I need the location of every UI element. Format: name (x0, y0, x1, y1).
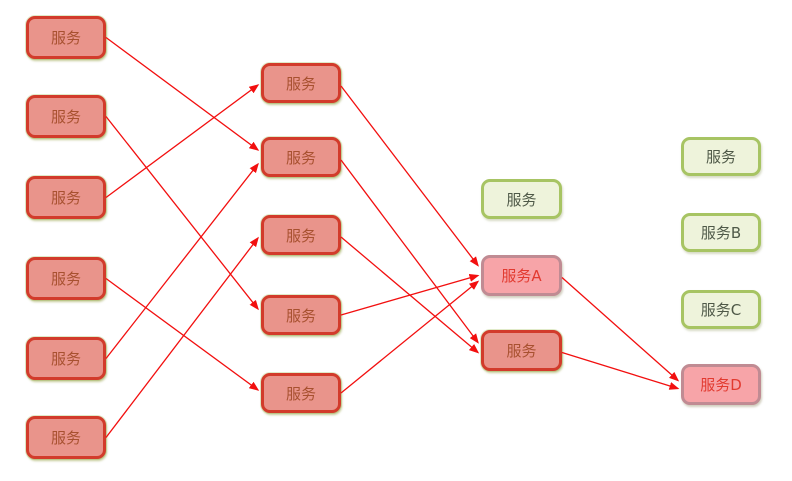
node-label: 服务 (705, 148, 736, 166)
node-label: 服务B (700, 224, 742, 242)
node-c3r[interactable]: 服务 (481, 330, 562, 371)
node-c2n1[interactable]: 服务 (261, 63, 341, 103)
node-label: 服务 (50, 189, 81, 207)
node-label: 服务 (50, 429, 81, 447)
node-c1n6[interactable]: 服务 (26, 416, 106, 459)
edge-arrow-c1n3-c2n1 (105, 84, 260, 199)
node-label: 服务 (50, 108, 81, 126)
node-label: 服务 (50, 29, 81, 47)
node-label: 服务 (50, 270, 81, 288)
edge-arrow-c3a-c4d (561, 277, 680, 382)
node-label: 服务A (501, 267, 542, 285)
node-c3g[interactable]: 服务 (481, 179, 562, 219)
node-c1n3[interactable]: 服务 (26, 176, 106, 219)
node-c2n4[interactable]: 服务 (261, 295, 341, 335)
node-label: 服务C (700, 301, 742, 319)
node-label: 服务 (506, 342, 537, 360)
node-c3a[interactable]: 服务A (481, 255, 562, 296)
node-label: 服务 (50, 350, 81, 368)
node-label: 服务 (506, 190, 537, 209)
node-c1n4[interactable]: 服务 (26, 257, 106, 300)
node-label: 服务 (285, 148, 316, 167)
node-c2n5[interactable]: 服务 (261, 373, 341, 413)
node-label: 服务 (285, 306, 316, 325)
edge-arrow-c1n1-c2n2 (105, 36, 260, 151)
edge-arrow-c2n2-c3r (340, 159, 479, 344)
edge-arrow-c1n6-c2n3 (105, 236, 259, 438)
edge-arrow-c2n4-c3a (340, 274, 480, 316)
node-c2n3[interactable]: 服务 (261, 215, 341, 255)
node-label: 服务 (285, 384, 316, 403)
node-c4d[interactable]: 服务D (681, 364, 761, 405)
edge-arrow-c2n5-c3a (340, 280, 480, 394)
edge-arrow-c1n4-c2n5 (105, 277, 260, 391)
node-label: 服务 (285, 226, 316, 245)
edge-arrow-c3r-c4d (561, 351, 680, 390)
node-c4b[interactable]: 服务B (681, 213, 761, 252)
edge-arrow-c2n1-c3a (340, 85, 479, 267)
node-c1n5[interactable]: 服务 (26, 337, 106, 380)
node-c4c[interactable]: 服务C (681, 290, 761, 329)
edge-arrow-c1n5-c2n2 (105, 162, 259, 359)
node-c2n2[interactable]: 服务 (261, 137, 341, 177)
node-c1n1[interactable]: 服务 (26, 16, 106, 59)
node-c4g[interactable]: 服务 (681, 137, 761, 176)
node-label: 服务D (700, 376, 742, 394)
edge-arrow-c1n2-c2n4 (105, 116, 259, 311)
node-label: 服务 (285, 74, 316, 93)
node-c1n2[interactable]: 服务 (26, 95, 106, 138)
edge-arrow-c2n3-c3r (340, 236, 480, 354)
